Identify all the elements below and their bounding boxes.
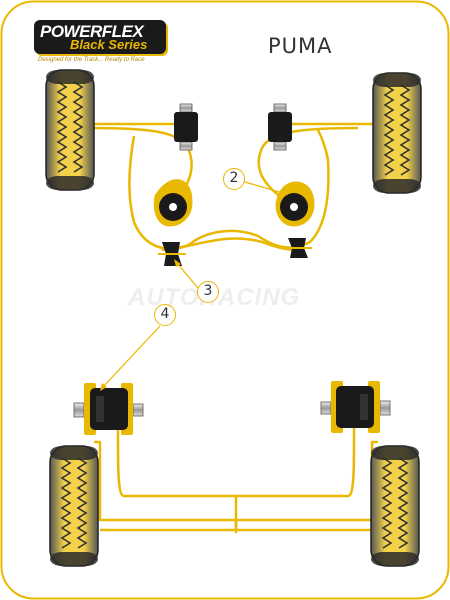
rear-left-beam-bush bbox=[73, 383, 144, 435]
leader-arrowheads bbox=[100, 189, 288, 391]
powerflex-logo: POWERFLEX Black Series Designed for the … bbox=[30, 18, 175, 68]
front-left-tyre bbox=[45, 69, 95, 191]
front-right-wishbone-rear-bush bbox=[275, 181, 315, 227]
anti-roll-bar-right-bush bbox=[284, 238, 312, 258]
front-left-wishbone-rear-bush bbox=[153, 179, 193, 227]
callout-2: 2 bbox=[223, 168, 245, 190]
logo-tagline: Designed for the Track... Ready to Race bbox=[38, 57, 145, 63]
callout-4: 4 bbox=[154, 304, 176, 326]
callout-leaders bbox=[101, 181, 287, 389]
logo-plate bbox=[34, 20, 166, 54]
model-title: PUMA bbox=[268, 34, 333, 58]
rear-right-beam-bush bbox=[320, 381, 391, 433]
logo-series: Black Series bbox=[70, 37, 148, 52]
logo-brand: POWERFLEX bbox=[40, 22, 144, 41]
callout-3: 3 bbox=[197, 281, 219, 303]
anti-roll-bar-left-bush bbox=[158, 242, 186, 266]
front-right-arm-bushing bbox=[268, 103, 292, 151]
front-right-tyre bbox=[372, 72, 422, 194]
rear-left-tyre bbox=[49, 445, 99, 567]
front-left-arm-bushing bbox=[174, 103, 198, 151]
rear-right-tyre bbox=[370, 445, 420, 567]
